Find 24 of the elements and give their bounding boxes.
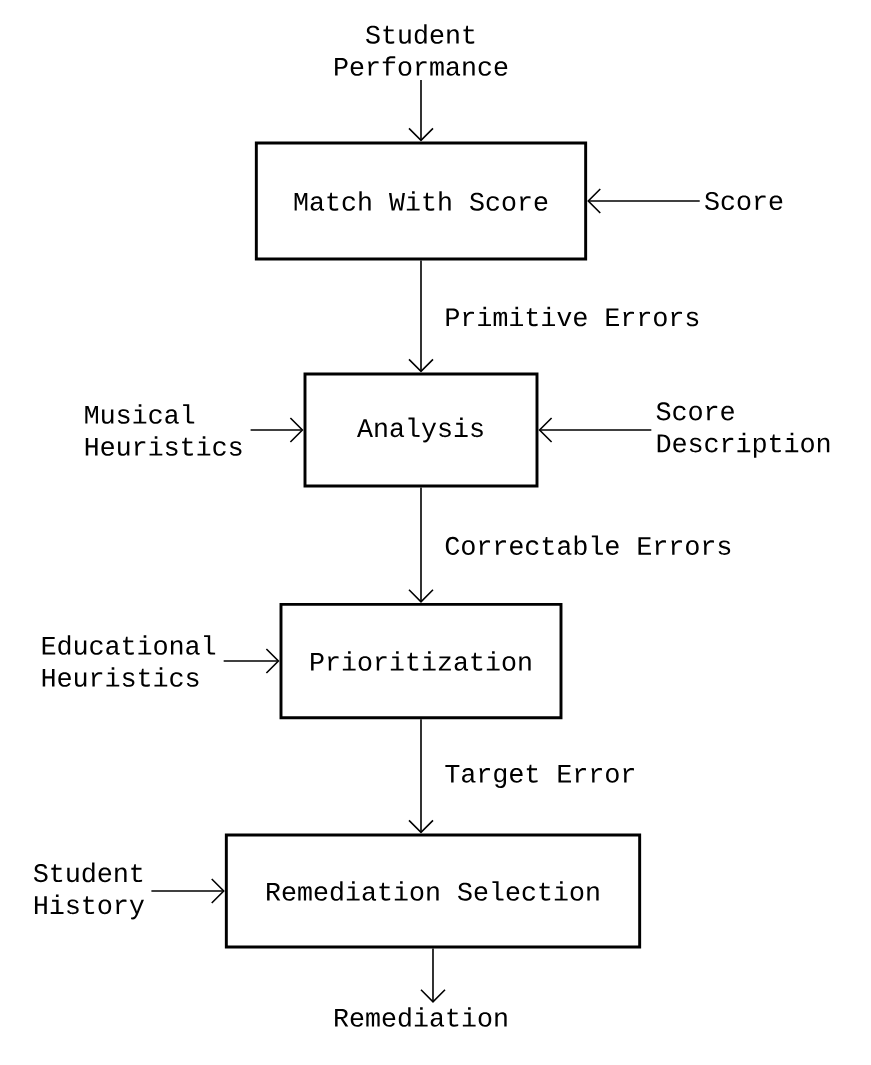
input-label: Score Description — [656, 402, 830, 458]
arrow — [408, 718, 434, 834]
process-box: Prioritization — [279, 602, 563, 720]
edge-label: Correctable Errors — [445, 535, 731, 555]
input-label: Musical Heuristics — [85, 404, 242, 456]
input-label: Student Performance — [335, 24, 508, 76]
arrow — [222, 648, 280, 674]
input-label: Educational Heuristics — [42, 635, 216, 687]
edge-label: Primitive Errors — [446, 306, 699, 327]
arrow — [249, 417, 304, 443]
output-label: Remediation — [335, 1007, 507, 1027]
input-label: Score — [705, 191, 783, 211]
arrow — [408, 486, 434, 603]
edge-label: Target Error — [445, 764, 634, 788]
process-box: Match With Score — [254, 141, 588, 261]
process-box: Remediation Selection — [224, 833, 642, 949]
arrow — [587, 188, 701, 214]
arrow — [538, 417, 653, 443]
arrow — [420, 947, 446, 1003]
arrow — [408, 259, 434, 373]
process-box: Analysis — [303, 372, 539, 488]
input-label: Student History — [33, 862, 144, 920]
arrow — [150, 878, 225, 904]
arrow — [408, 79, 434, 142]
